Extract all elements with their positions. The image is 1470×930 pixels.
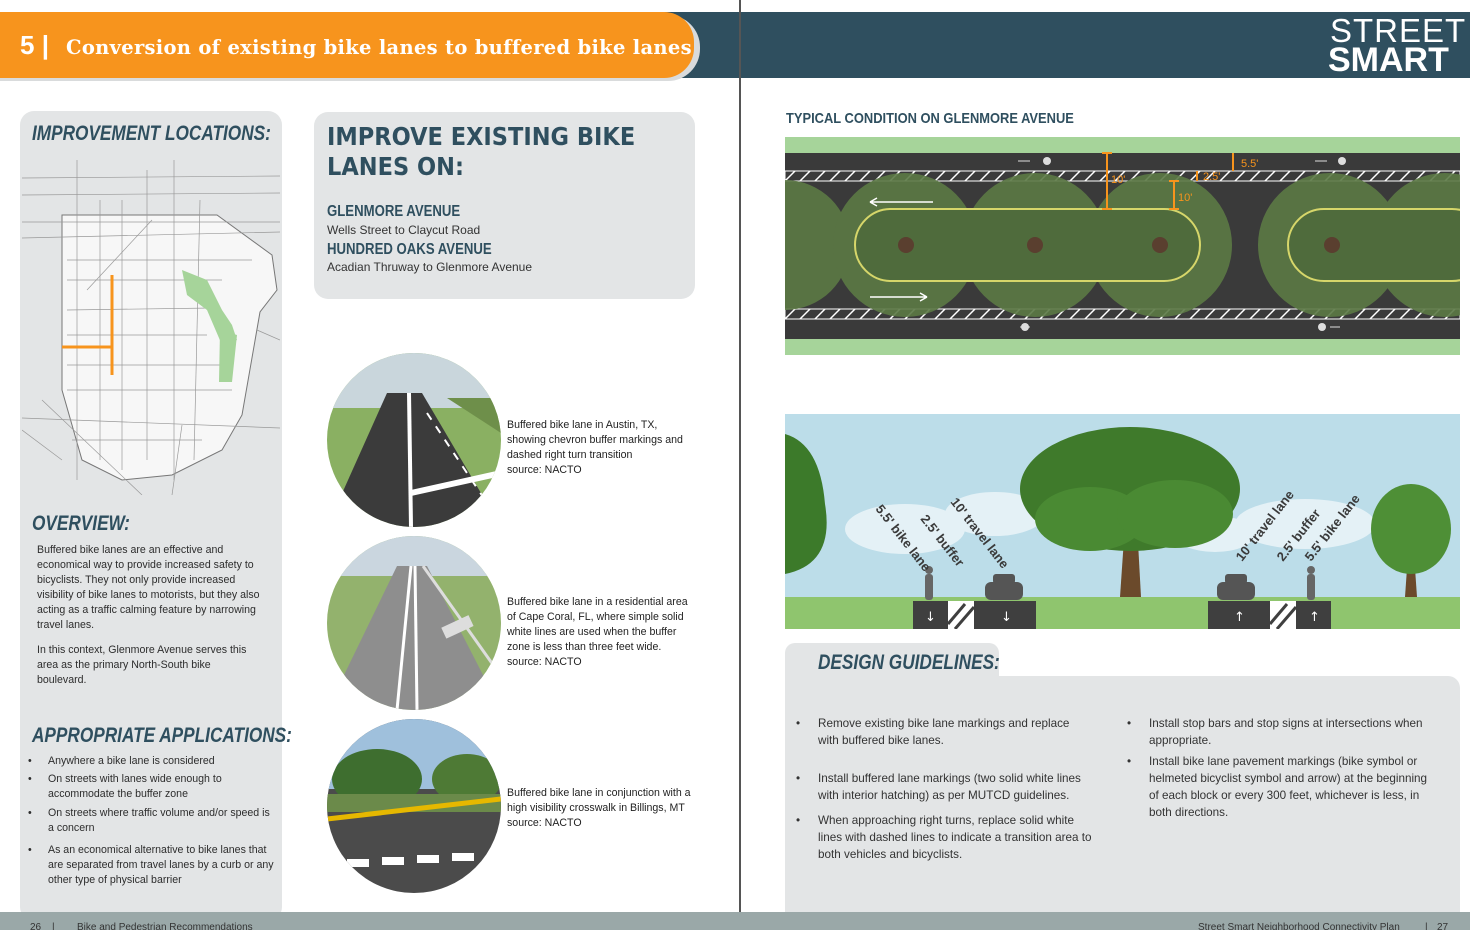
page-spine — [739, 0, 741, 930]
overview-heading: OVERVIEW: — [32, 512, 130, 535]
dim-10b-label: 10' — [1178, 192, 1192, 204]
footer-page-right: 27 — [1437, 922, 1449, 930]
plan-view-diagram: 10' 10' 2.5' 5.5' — [785, 137, 1460, 355]
applications-heading: APPROPRIATE APPLICATIONS: — [32, 724, 292, 747]
photo-caption: Buffered bike lane in a residential area… — [507, 596, 688, 668]
dim-25-label: 2.5' — [1203, 171, 1220, 183]
photo-caption: Buffered bike lane in Austin, TX, showin… — [507, 419, 683, 476]
application-item: As an economical alternative to bike lan… — [28, 843, 276, 888]
dim-55-label: 5.5' — [1241, 158, 1258, 170]
svg-text:↑: ↑ — [1309, 610, 1320, 625]
improve-heading: IMPROVE EXISTING BIKE LANES ON: — [327, 122, 636, 181]
improve-panel — [314, 112, 695, 299]
section-number: 5 | — [20, 30, 49, 60]
street-extent: Wells Street to Claycut Road — [327, 223, 481, 237]
guideline-item: Install buffered lane markings (two soli… — [796, 770, 1103, 804]
photo-cape-coral — [327, 536, 501, 710]
logo-smart: SMART — [1328, 41, 1449, 79]
footer-bar — [0, 912, 1470, 930]
footer-separator: | — [1425, 922, 1428, 930]
footer-right-text: Street Smart Neighborhood Connectivity P… — [1198, 922, 1400, 930]
photo-billings — [327, 719, 501, 893]
svg-text:↓: ↓ — [1001, 610, 1012, 625]
section-title: Conversion of existing bike lanes to buf… — [66, 36, 692, 59]
logo-street: STREET — [1330, 12, 1467, 49]
cross-section-diagram: ↓↓↑↑ 5.5' bike lane 2.5' buffer 10' trav… — [785, 414, 1460, 629]
design-heading: DESIGN GUIDELINES: — [818, 651, 1000, 674]
improvement-locations-heading: IMPROVEMENT LOCATIONS: — [32, 122, 271, 145]
overview-paragraph-1: Buffered bike lanes are an effective and… — [37, 544, 260, 631]
footer-left-text: Bike and Pedestrian Recommendations — [77, 922, 253, 930]
location-map — [22, 160, 280, 495]
guideline-item: Remove existing bike lane markings and r… — [796, 715, 1088, 749]
street-name: HUNDRED OAKS AVENUE — [327, 241, 492, 258]
street-extent: Acadian Thruway to Glenmore Avenue — [327, 260, 533, 274]
application-item: On streets where traffic volume and/or s… — [28, 806, 276, 836]
guideline-item: When approaching right turns, replace so… — [796, 812, 1098, 863]
footer-separator: | — [52, 922, 55, 930]
photo-caption: Buffered bike lane in conjunction with a… — [507, 787, 691, 829]
photo-austin — [327, 353, 501, 527]
application-item: On streets with lanes wide enough to acc… — [28, 772, 238, 802]
footer-page-left: 26 — [30, 922, 42, 930]
guideline-item: Install stop bars and stop signs at inte… — [1127, 715, 1424, 749]
guideline-item: Install bike lane pavement markings (bik… — [1127, 753, 1439, 821]
plan-title: TYPICAL CONDITION ON GLENMORE AVENUE — [786, 110, 1074, 127]
svg-text:↑: ↑ — [1234, 610, 1245, 625]
svg-text:↓: ↓ — [925, 610, 936, 625]
street-name: GLENMORE AVENUE — [327, 203, 461, 220]
application-item: Anywhere a bike lane is considered — [28, 754, 273, 769]
dim-10-label: 10' — [1111, 174, 1125, 186]
overview-paragraph-2: In this context, Glenmore Avenue serves … — [37, 644, 247, 686]
header-title-tab — [0, 12, 694, 78]
